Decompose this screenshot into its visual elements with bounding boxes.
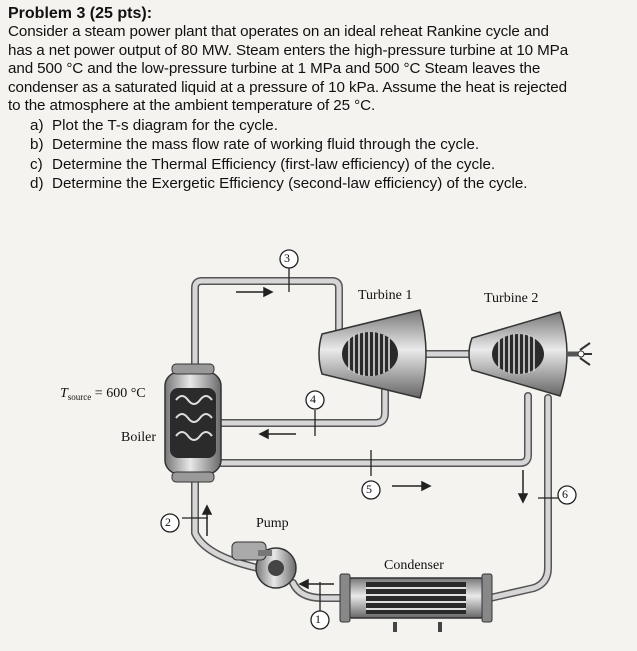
- part-text: Determine the mass flow rate of working …: [52, 136, 480, 153]
- arrow-right-top: [236, 286, 274, 298]
- part-a: a) Plot the T-s diagram for the cycle.: [30, 116, 633, 136]
- state-circles: [160, 249, 577, 630]
- condenser-shape: [339, 573, 493, 632]
- arrow-down-6: [517, 470, 529, 504]
- t-source-value: = 600 °C: [94, 386, 146, 401]
- intro-line-2: has a net power output of 80 MW. Steam e…: [8, 41, 569, 59]
- part-text: Determine the Exergetic Efficiency (seco…: [52, 175, 528, 192]
- t-subscript: source: [67, 392, 92, 402]
- part-d: d) Determine the Exergetic Efficiency (se…: [30, 174, 633, 194]
- t-source-label: Tsource = 600 °C: [60, 386, 146, 402]
- arrow-right-5: [392, 480, 432, 492]
- part-c: c) Determine the Thermal Efficiency (firs…: [30, 155, 633, 175]
- parts-list: a) Plot the T-s diagram for the cycle. b)…: [8, 116, 633, 194]
- boiler-label: Boiler: [121, 430, 156, 445]
- part-b: b) Determine the mass flow rate of workin…: [30, 135, 633, 155]
- part-text: Plot the T-s diagram for the cycle.: [52, 116, 278, 134]
- part-marker: c): [30, 155, 43, 173]
- problem-title: Problem 3 (25 pts):: [8, 5, 153, 22]
- problem-statement: Problem 3 (25 pts): Consider a steam pow…: [8, 4, 633, 194]
- arrow-up-2: [201, 504, 213, 536]
- state-4-label: 4: [310, 392, 316, 406]
- pipes: [191, 277, 552, 602]
- state-3-label: 3: [284, 251, 290, 265]
- state-6-label: 6: [562, 487, 568, 501]
- state-ticks: [182, 268, 558, 612]
- turbine-2-label: Turbine 2: [484, 291, 539, 306]
- state-5-label: 5: [366, 482, 372, 496]
- part-marker: d): [30, 175, 44, 192]
- boiler-shape: [164, 363, 222, 483]
- schematic-drawing: [160, 249, 592, 632]
- turbine-2-shape: [468, 311, 592, 397]
- reheat-rankine-schematic: 3 4 5 6 2 1 Turbine 1 Turbine 2 Boiler P…: [0, 238, 637, 646]
- turbine-1-shape: [318, 309, 427, 399]
- turbine-1-label: Turbine 1: [358, 288, 413, 303]
- part-marker: b): [30, 136, 44, 153]
- part-text: Determine the Thermal Efficiency (first-…: [52, 155, 496, 173]
- arrow-left-1: [298, 578, 334, 590]
- arrow-left-4: [258, 428, 296, 440]
- condenser-label: Condenser: [384, 558, 444, 573]
- pump-label: Pump: [256, 516, 289, 531]
- intro-line-1: Consider a steam power plant that operat…: [8, 23, 549, 40]
- intro-line-4: condenser as a saturated liquid at a pre…: [8, 78, 567, 96]
- t-symbol: T: [60, 386, 68, 401]
- intro-line-5: to the atmosphere at the ambient tempera…: [8, 97, 376, 114]
- flow-arrows: [201, 286, 529, 590]
- state-2-label: 2: [165, 515, 171, 529]
- part-marker: a): [30, 116, 44, 134]
- state-1-label: 1: [315, 612, 321, 626]
- intro-line-3: and 500 °C and the low-pressure turbine …: [8, 60, 541, 77]
- pump-shape: [231, 541, 297, 589]
